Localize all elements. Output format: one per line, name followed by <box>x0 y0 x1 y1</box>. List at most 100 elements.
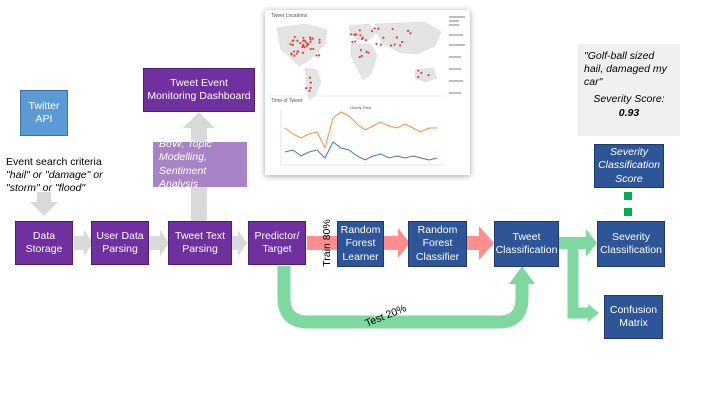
arrow-to-confusion-head <box>588 304 599 322</box>
map-dot <box>293 35 296 39</box>
map-dot <box>293 54 296 57</box>
map-dot <box>317 54 321 57</box>
map-dot <box>291 43 294 46</box>
arrow-test-head <box>509 266 535 284</box>
map-dot <box>360 37 364 40</box>
map-dot <box>296 39 299 42</box>
event-search-criteria: Event search criteria "hail" or "damage"… <box>6 156 136 195</box>
tweet-location-dots <box>289 27 430 92</box>
time-chart-title: Time of Tweet <box>271 98 303 104</box>
map-dot <box>311 37 314 40</box>
map-dot <box>370 29 374 33</box>
arrow-storage-to-user-parsing <box>74 230 93 256</box>
map-dot <box>389 44 393 47</box>
world-map <box>276 21 442 101</box>
map-dot <box>309 47 312 51</box>
map-dot <box>289 43 292 46</box>
arrow-test-path <box>277 266 529 329</box>
map-dot <box>296 50 299 53</box>
map-title: Tweet Locations <box>271 13 308 19</box>
arrow-classifier-to-tweet-classification <box>467 226 494 260</box>
map-dot <box>353 33 356 36</box>
map-dot <box>354 40 357 43</box>
map-dot <box>315 54 318 57</box>
map-dot <box>290 53 293 56</box>
map-dot <box>401 40 404 44</box>
time-of-tweet-chart <box>280 110 445 166</box>
example-tweet-quote: "Golf-ball sized hail, damaged my car" <box>584 50 667 89</box>
map-dot <box>309 86 312 89</box>
tweet-text-parsing-label: Tweet Text Parsing <box>175 229 225 255</box>
map-dot <box>395 36 398 39</box>
map-dot <box>309 40 312 43</box>
map-dot <box>304 87 308 90</box>
tweet-classification-label: Tweet Classification <box>495 230 558 256</box>
map-dot <box>308 89 311 92</box>
map-dot <box>292 50 296 53</box>
arrow-classification-to-severity <box>559 229 597 257</box>
random-forest-classifier-label: Random Forest Classifier <box>415 224 460 263</box>
map-dot <box>373 27 376 30</box>
green-dot-upper <box>624 192 632 200</box>
map-dot <box>358 56 361 59</box>
map-dot <box>355 33 358 36</box>
map-dot <box>359 48 363 52</box>
map-dot <box>309 81 312 84</box>
map-dot <box>307 42 310 46</box>
map-dot <box>360 54 363 58</box>
map-dot <box>303 46 306 49</box>
data-storage-node: Data Storage <box>15 221 73 265</box>
feature-methods-note: BoW, Topic Modelling, Sentiment Analysis <box>153 138 247 190</box>
severity-score-header-label: Severity Classification Score <box>598 146 660 185</box>
map-dot <box>299 41 302 45</box>
map-dot <box>420 71 423 74</box>
example-score-value: 0.93 <box>618 106 640 119</box>
example-score-label: Severity Score: <box>593 93 665 106</box>
dashboard-label: Tweet Event Monitoring Dashboard <box>147 76 251 102</box>
map-dot <box>407 29 410 33</box>
map-dot <box>367 51 370 54</box>
user-data-parsing-node: User Data Parsing <box>91 221 149 265</box>
map-dot <box>305 41 308 44</box>
dashboard-graphics <box>269 16 465 166</box>
severity-classification-label: Severity Classification <box>600 230 662 256</box>
map-dot <box>409 32 412 35</box>
user-data-parsing-label: User Data Parsing <box>96 229 144 255</box>
predictor-target-label: Predictor/ Target <box>254 229 300 255</box>
twitter-api-node: Twitter API <box>20 90 68 136</box>
map-dot <box>359 34 362 37</box>
map-dot <box>292 39 295 42</box>
arrow-train-to-learner <box>307 236 337 250</box>
map-dot <box>393 43 396 46</box>
time-series-line-blue <box>284 141 438 161</box>
map-dot <box>308 76 312 79</box>
map-dot <box>302 43 305 46</box>
random-forest-classifier-node: Random Forest Classifier <box>408 221 467 267</box>
twitter-api-label: Twitter API <box>28 99 60 125</box>
map-dot <box>318 41 321 44</box>
map-dot <box>382 36 385 39</box>
map-dot <box>302 39 306 42</box>
predictor-target-node: Predictor/ Target <box>248 221 306 265</box>
green-dot-lower <box>624 208 632 216</box>
feature-methods-text: BoW, Topic Modelling, Sentiment Analysis <box>159 138 212 190</box>
map-dot <box>351 40 354 43</box>
map-dot <box>375 42 378 45</box>
arrow-to-confusion-path <box>567 249 590 319</box>
dashboard-node: Tweet Event Monitoring Dashboard <box>143 68 255 112</box>
criteria-terms-1: "hail" or "damage" or <box>6 169 103 182</box>
data-storage-label: Data Storage <box>25 229 63 255</box>
train-split-label: Train 80% <box>321 215 335 271</box>
map-dot <box>301 51 305 54</box>
map-dot <box>318 38 321 41</box>
map-dot <box>398 44 402 47</box>
severity-classification-node: Severity Classification <box>597 221 665 267</box>
tweet-classification-node: Tweet Classification <box>494 221 559 267</box>
train-split-text: Train 80% <box>321 219 333 267</box>
map-dot <box>391 27 394 31</box>
map-dot <box>358 29 361 32</box>
arrow-learner-to-classifier <box>384 228 410 258</box>
map-dot <box>312 47 315 51</box>
example-tweet-box: "Golf-ball sized hail, damaged my car" S… <box>578 44 680 136</box>
time-series-line-orange <box>284 111 437 150</box>
